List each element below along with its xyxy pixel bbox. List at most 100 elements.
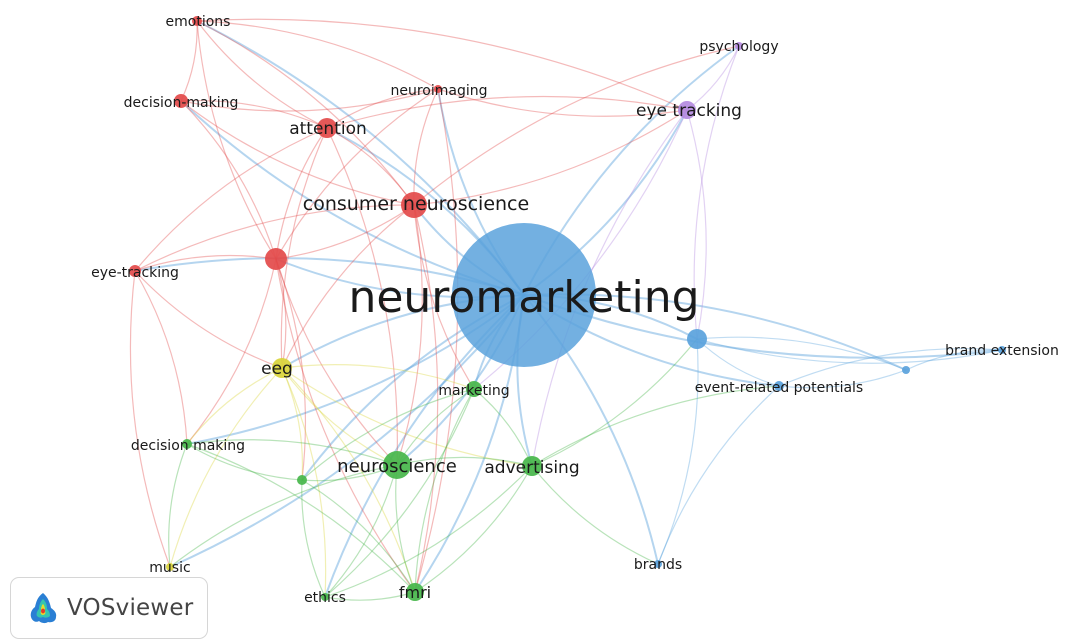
node-neuroscience[interactable] bbox=[383, 451, 411, 479]
link-red_hub-green_small bbox=[275, 258, 307, 481]
link-eeg-music bbox=[169, 367, 283, 568]
link-blue_hub-brand_extension bbox=[696, 338, 1003, 364]
link-eeg-fmri bbox=[281, 367, 416, 593]
link-consumer_neuroscience-eye_tracking_hy bbox=[134, 204, 415, 272]
link-green_small-ethics bbox=[301, 479, 326, 598]
link-attention-eeg bbox=[280, 127, 328, 369]
link-eye_tracking_hy-music bbox=[129, 270, 171, 568]
node-neuroimaging[interactable] bbox=[434, 85, 442, 93]
node-advertising[interactable] bbox=[522, 456, 542, 476]
node-decision-making[interactable] bbox=[182, 439, 192, 449]
link-attention-emotions bbox=[196, 20, 328, 129]
link-decision_making_hy-red_hub bbox=[180, 100, 277, 260]
node-green-small[interactable] bbox=[297, 475, 307, 485]
link-attention-neuroimaging bbox=[326, 88, 439, 129]
node-label-neuroimaging: neuroimaging bbox=[390, 83, 487, 99]
link-neuroimaging-red_hub bbox=[275, 88, 439, 260]
link-neuroimaging-fmri bbox=[414, 88, 459, 593]
node-label-decision-making: decision making bbox=[131, 438, 245, 454]
link-emotions-eye_tracking bbox=[196, 18, 688, 111]
link-red_hub-eeg bbox=[275, 258, 287, 369]
node-blue-hub[interactable] bbox=[687, 329, 707, 349]
link-decision_making-music bbox=[168, 443, 188, 568]
node-label-brand-extension: brand extension bbox=[945, 343, 1059, 359]
node-label-eye-tracking-hy: eye-tracking bbox=[91, 265, 179, 281]
node-marketing[interactable] bbox=[466, 381, 482, 397]
node-label-ethics: ethics bbox=[304, 590, 346, 606]
link-marketing-green_small bbox=[301, 388, 475, 481]
link-erp-brand_extension bbox=[778, 347, 1003, 387]
node-psychology[interactable] bbox=[735, 42, 743, 50]
node-label-brands: brands bbox=[634, 557, 682, 573]
node-brands[interactable] bbox=[654, 560, 662, 568]
link-erp-brands bbox=[657, 385, 780, 565]
node-label-neuroscience: neuroscience bbox=[337, 456, 457, 477]
node-blue-small[interactable] bbox=[902, 366, 910, 374]
link-neuroimaging-eye_tracking bbox=[437, 88, 688, 117]
node-red-hub[interactable] bbox=[265, 248, 287, 270]
link-marketing-fmri bbox=[414, 388, 475, 593]
link-blue_hub-brands bbox=[657, 338, 699, 565]
link-marketing-ethics bbox=[324, 388, 475, 598]
node-label-music: music bbox=[149, 560, 190, 576]
link-consumer_neuroscience-neuroscience bbox=[396, 204, 423, 466]
link-eye_tracking_hy-decision_making bbox=[134, 270, 188, 445]
node-eeg[interactable] bbox=[272, 358, 292, 378]
node-music[interactable] bbox=[166, 563, 174, 571]
link-erp-blue_small bbox=[778, 369, 907, 389]
link-eye_tracking_hy-red_hub bbox=[134, 254, 277, 272]
node-label-eye-tracking: eye tracking bbox=[636, 101, 742, 121]
link-advertising-brands bbox=[531, 465, 659, 565]
node-erp[interactable] bbox=[774, 381, 784, 391]
link-advertising-erp bbox=[531, 385, 780, 467]
link-consumer_neuroscience-decision_making_hy bbox=[180, 100, 415, 206]
node-label-attention: attention bbox=[289, 119, 367, 139]
link-eeg-neuroscience bbox=[281, 367, 398, 466]
link-blue_small-brand_extension bbox=[905, 349, 1003, 371]
link-neuroscience-decision_making bbox=[186, 439, 398, 466]
link-consumer_neuroscience-eeg bbox=[281, 204, 415, 369]
link-eye_tracking_hy-eeg bbox=[134, 270, 283, 369]
node-emotions[interactable] bbox=[192, 16, 202, 26]
link-attention-eye_tracking_hy bbox=[134, 127, 328, 272]
vosviewer-logo-text: VOSviewer bbox=[67, 595, 194, 621]
link-eeg-decision_making bbox=[186, 367, 283, 445]
node-label-consumer-neuroscience: consumer neuroscience bbox=[303, 193, 529, 215]
node-label-marketing: marketing bbox=[438, 383, 509, 399]
link-neuroscience-music bbox=[169, 464, 398, 568]
node-eye-tracking[interactable] bbox=[678, 101, 696, 119]
link-attention-neuroscience bbox=[326, 127, 398, 466]
node-attention[interactable] bbox=[317, 118, 337, 138]
node-eye-tracking-hy[interactable] bbox=[129, 265, 141, 277]
link-advertising-blue_hub bbox=[531, 338, 698, 467]
link-blue_hub-blue_small bbox=[696, 336, 907, 371]
link-consumer_neuroscience-psychology bbox=[413, 45, 740, 206]
link-red_hub-fmri bbox=[275, 258, 416, 593]
link-consumer_neuroscience-red_hub bbox=[275, 204, 415, 260]
link-consumer_neuroscience-eye_tracking bbox=[413, 109, 688, 206]
link-attention-decision_making_hy bbox=[180, 99, 328, 129]
node-fmri[interactable] bbox=[406, 583, 424, 601]
vosviewer-logo-box: VOSviewer bbox=[10, 577, 208, 639]
link-psychology-blue_hub bbox=[693, 45, 740, 340]
link-decision_making-green_small bbox=[186, 443, 303, 481]
node-brand-extension[interactable] bbox=[998, 346, 1006, 354]
link-consumer_neuroscience-emotions bbox=[196, 20, 415, 206]
node-ethics[interactable] bbox=[321, 593, 329, 601]
link-eeg-marketing bbox=[281, 363, 475, 390]
node-decision-making-hy[interactable] bbox=[174, 94, 188, 108]
node-consumer-neuroscience[interactable] bbox=[401, 192, 427, 218]
link-attention-eye_tracking bbox=[326, 95, 688, 129]
link-neuroscience-ethics bbox=[324, 464, 398, 598]
link-red_hub-neuroscience bbox=[275, 258, 398, 466]
link-consumer_neuroscience-neuroimaging bbox=[413, 88, 439, 206]
link-neuroscience-fmri bbox=[395, 464, 416, 593]
link-eye_tracking-blue_hub bbox=[686, 109, 707, 340]
node-neuromarketing[interactable] bbox=[452, 223, 596, 367]
link-blue_hub-erp bbox=[696, 338, 780, 387]
node-label-fmri: fmri bbox=[399, 583, 431, 602]
link-green_small-fmri bbox=[301, 479, 416, 593]
link-eeg-ethics bbox=[281, 367, 327, 598]
